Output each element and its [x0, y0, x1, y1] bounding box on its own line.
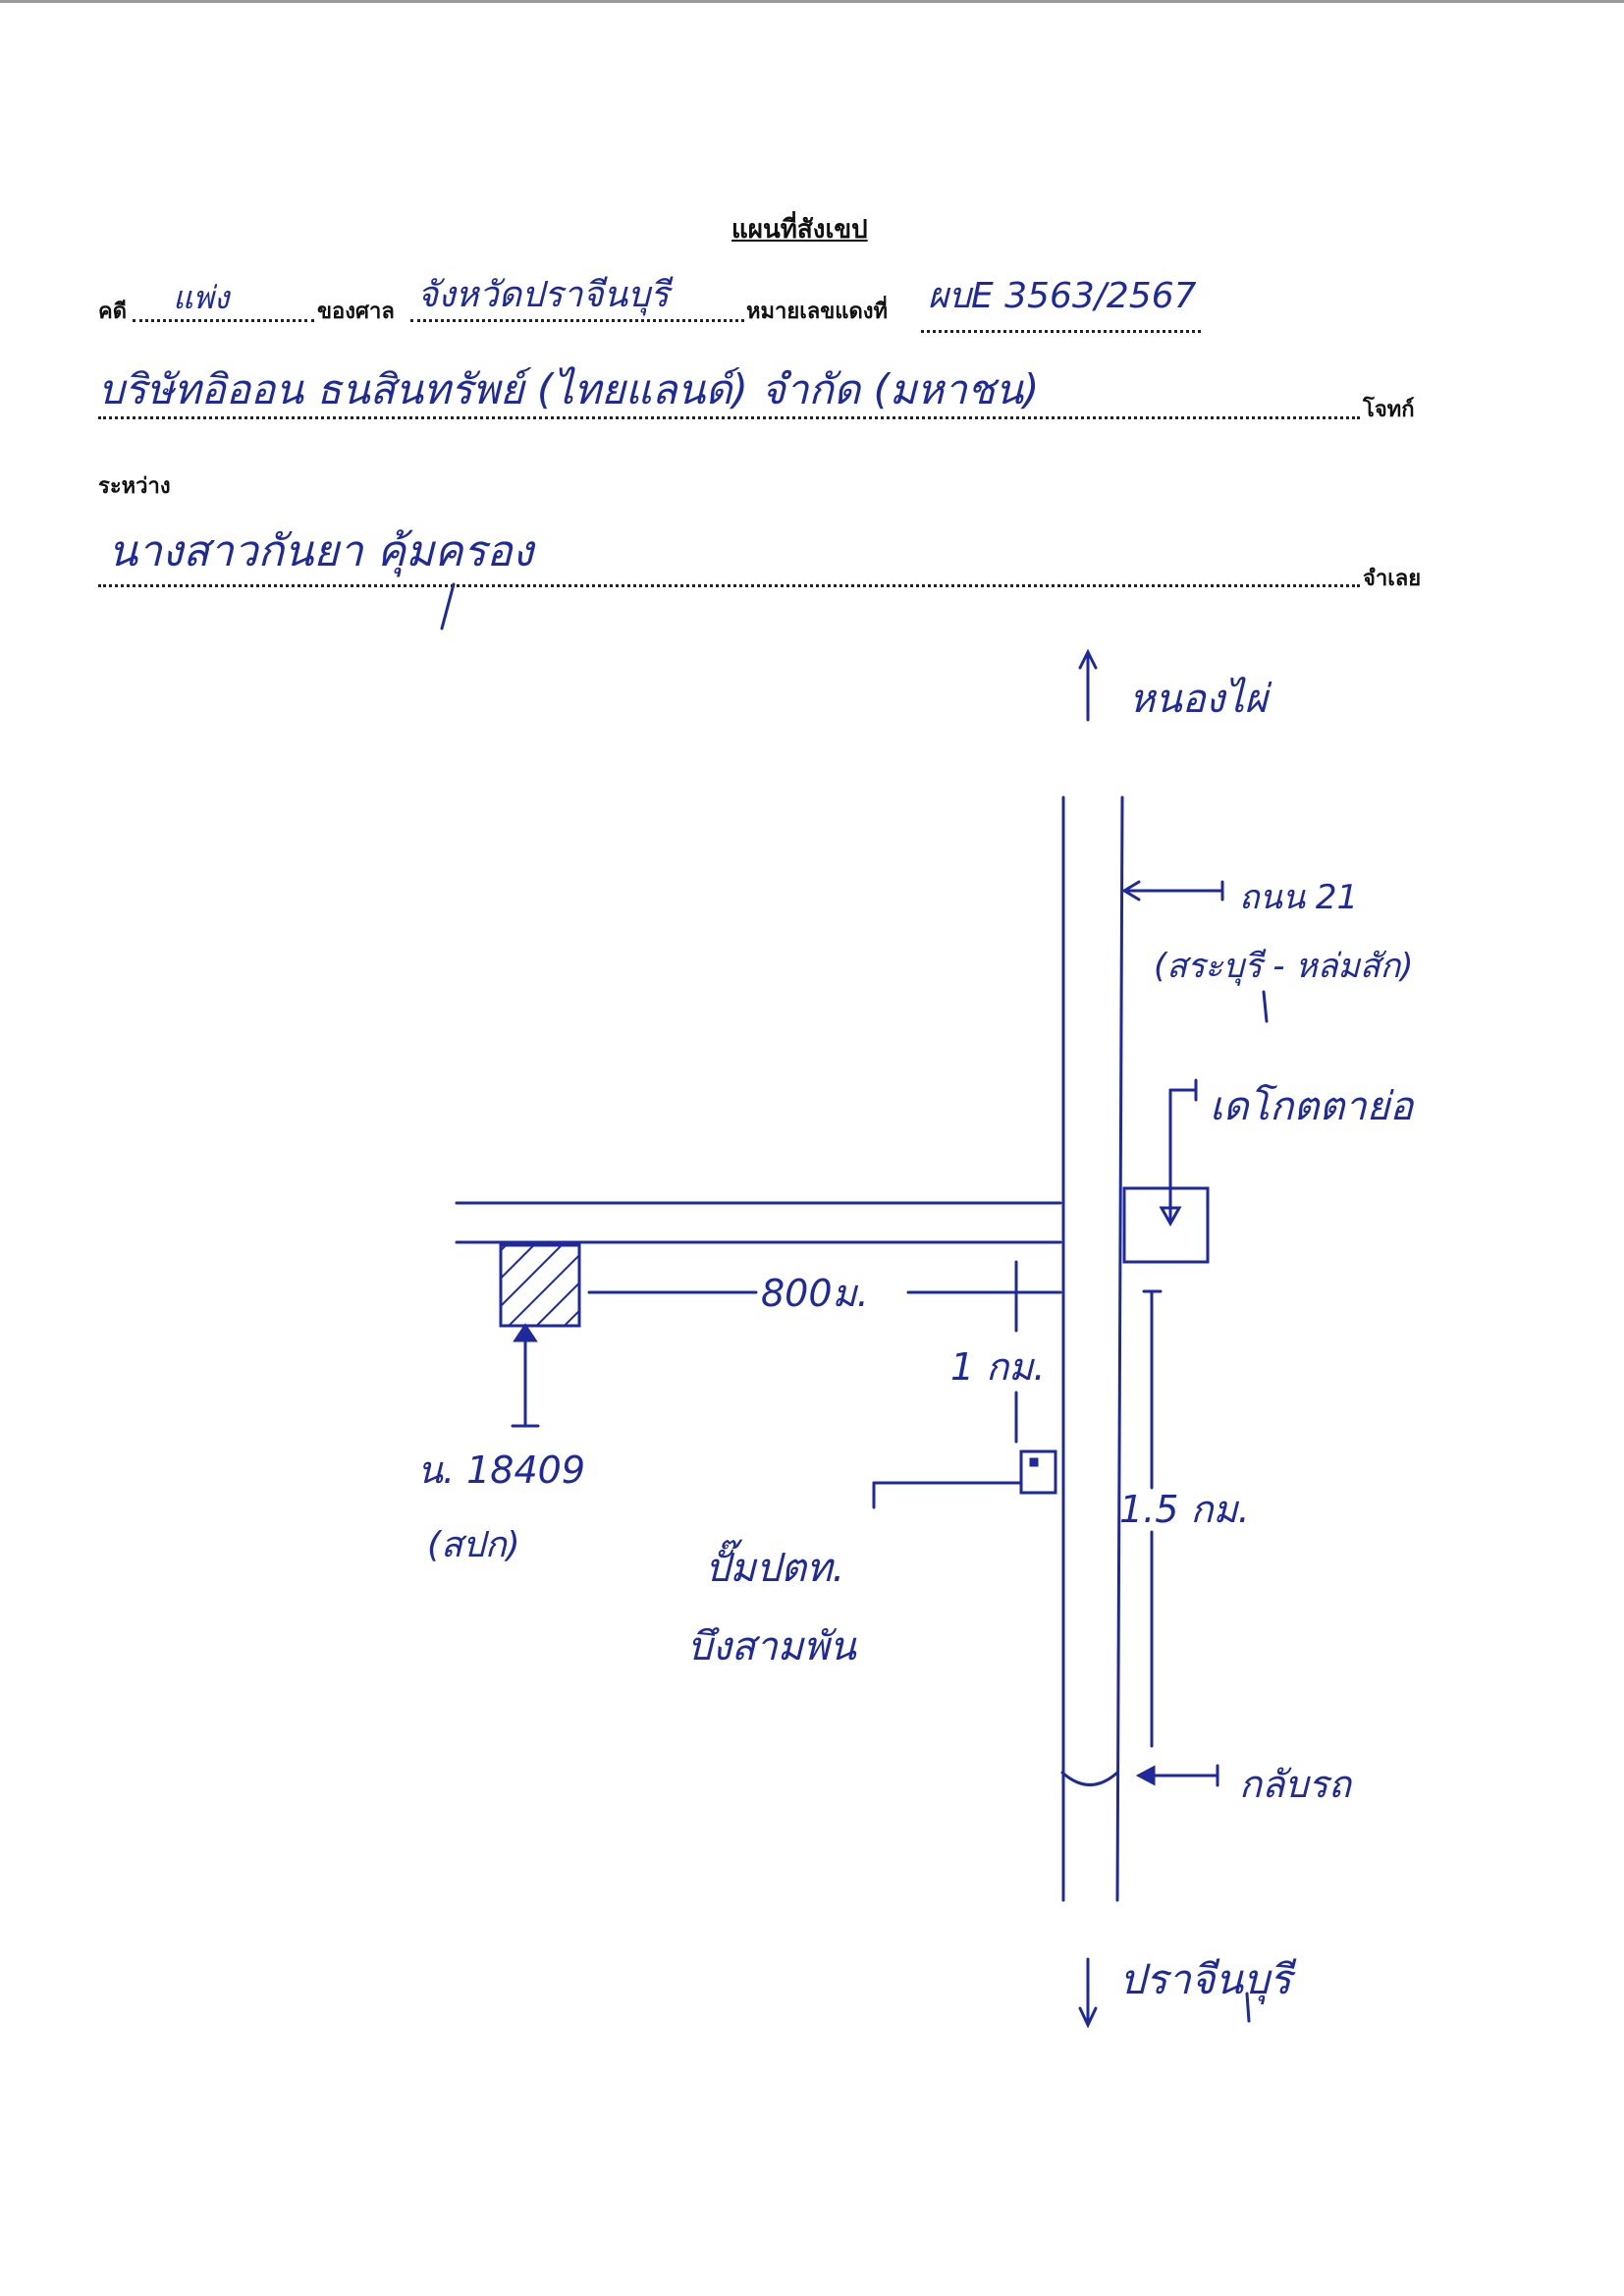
- distance-800m-label: 800ม.: [761, 1272, 869, 1315]
- south-arrow-icon: [1078, 1957, 1098, 2029]
- highway-label: ถนน 21: [1239, 878, 1358, 917]
- highway-route-label: (สระบุรี - หล่มสัก): [1154, 947, 1414, 986]
- highway-label-tick: [1262, 990, 1269, 1023]
- gas-station-box: [1019, 1449, 1057, 1495]
- u-turn-curve: [1060, 1771, 1119, 1786]
- between-label: ระหว่าง: [98, 473, 171, 499]
- top-edge-line: [0, 0, 1624, 3]
- case-dotted-line: [133, 319, 314, 322]
- defendant-label: จำเลย: [1363, 566, 1422, 591]
- case-label: คดี: [98, 299, 128, 324]
- highway-pointer-arrow-icon: [1121, 880, 1224, 902]
- south-label: ปราจีนบุรี: [1119, 1955, 1297, 2004]
- south-label-tick: [1245, 1992, 1251, 2023]
- deed-type-label: (สปก): [427, 1525, 520, 1565]
- gas-station-label-line1: ปั๊มปตท.: [705, 1539, 844, 1591]
- north-arrow-icon: [1078, 648, 1098, 722]
- market-building-box: [1122, 1186, 1210, 1264]
- plaintiff-dotted-line: [98, 416, 1360, 419]
- u-turn-label: กลับรถ: [1239, 1763, 1353, 1806]
- distance-1-5km-label: 1.5 กม.: [1119, 1488, 1250, 1531]
- highway-right-edge: [1115, 795, 1124, 1902]
- court-label: ของศาล: [317, 299, 395, 324]
- court-name-handwritten: จังหวัดปราจีนบุรี: [417, 275, 670, 315]
- case-type-handwritten: แพ่ง: [173, 279, 230, 316]
- defendant-handwritten: นางสาวกันยา คุ้มครอง: [108, 526, 534, 576]
- gas-station-label-line2: บึงสามพัน: [687, 1624, 858, 1669]
- defendant-tail-stroke: [440, 582, 456, 630]
- deed-pointer-arrow-icon: [511, 1323, 540, 1428]
- document-title: แผนที่สังเขป: [731, 215, 868, 245]
- deed-number-label: น. 18409: [417, 1449, 585, 1492]
- red-number-handwritten: ผบE 3563/2567: [928, 276, 1197, 316]
- market-label: เดโกตตาย่อ: [1210, 1083, 1415, 1129]
- north-label: หนองไผ่: [1129, 677, 1272, 722]
- u-turn-pointer-arrow-icon: [1135, 1764, 1219, 1787]
- red-number-label: หมายเลขแดงที่: [746, 299, 888, 324]
- court-dotted-line: [410, 319, 744, 322]
- plaintiff-label: โจทก์: [1363, 397, 1415, 422]
- distance-1km-label: 1 กม.: [950, 1345, 1045, 1389]
- plaintiff-handwritten: บริษัทอิออน ธนสินทรัพย์ (ไทยแลนด์) จำกัด…: [98, 365, 1040, 413]
- land-plot-hatched: [499, 1243, 581, 1328]
- gas-station-marker: [1029, 1457, 1039, 1467]
- red-number-dotted-line: [921, 330, 1201, 333]
- market-pointer-arrow-icon: [1159, 1078, 1198, 1228]
- defendant-dotted-line: [98, 584, 1360, 587]
